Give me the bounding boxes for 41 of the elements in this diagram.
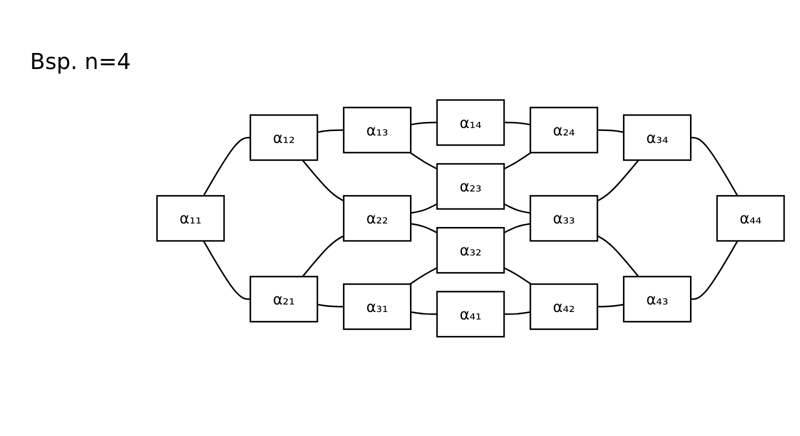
connector bbox=[597, 128, 624, 133]
connector bbox=[690, 240, 738, 300]
node-box: α₄₁ bbox=[436, 290, 505, 338]
connector bbox=[504, 152, 532, 170]
title: Bsp. n=4 bbox=[30, 50, 131, 75]
connector bbox=[504, 121, 530, 126]
connector bbox=[410, 310, 437, 315]
connector bbox=[504, 266, 532, 284]
connector bbox=[690, 136, 738, 196]
connector bbox=[504, 202, 530, 214]
connector bbox=[302, 234, 344, 277]
connector bbox=[596, 159, 640, 202]
node-box: α₂₄ bbox=[530, 106, 598, 153]
node-box: α₃₂ bbox=[436, 226, 505, 274]
connector bbox=[410, 266, 438, 284]
node-box: α₁₃ bbox=[342, 106, 412, 153]
connector bbox=[504, 310, 530, 315]
node-box: α₄₂ bbox=[530, 283, 598, 330]
connector bbox=[410, 222, 438, 234]
connector bbox=[410, 202, 438, 214]
connector bbox=[596, 234, 640, 277]
connector bbox=[202, 240, 250, 300]
node-box: α₃₁ bbox=[342, 283, 412, 330]
connector bbox=[597, 303, 624, 308]
node-box: α₂₃ bbox=[436, 162, 505, 210]
node-box: α₃₃ bbox=[530, 194, 598, 242]
node-box: α₄₃ bbox=[622, 275, 692, 322]
connector bbox=[317, 303, 344, 308]
connector bbox=[202, 136, 250, 196]
node-box: α₂₁ bbox=[250, 275, 318, 322]
node-box: α₂₂ bbox=[342, 194, 412, 242]
node-box: α₁₂ bbox=[250, 114, 318, 161]
node-box: α₃₄ bbox=[622, 114, 692, 161]
connector bbox=[410, 152, 438, 170]
node-box: α₁₁ bbox=[156, 194, 225, 242]
connector bbox=[504, 222, 530, 234]
connector bbox=[317, 128, 344, 133]
node-box: α₄₄ bbox=[716, 194, 785, 242]
connector bbox=[410, 121, 437, 126]
connector bbox=[302, 159, 344, 202]
node-box: α₁₄ bbox=[436, 98, 505, 146]
